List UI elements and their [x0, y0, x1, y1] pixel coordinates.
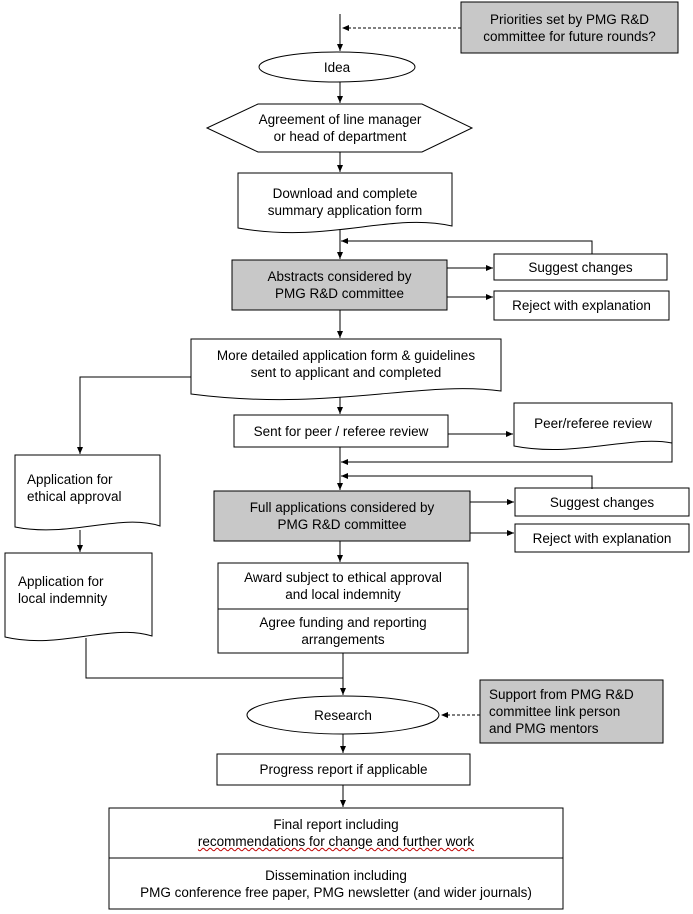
priorities-box [460, 1, 679, 54]
suggest-changes-label-1: Suggest changes [528, 259, 633, 275]
award-funding-box [217, 562, 469, 654]
detailed-form-document [190, 338, 502, 401]
research-label: Research [314, 707, 372, 723]
agreement-hexagon [205, 103, 474, 153]
ethical-document [14, 454, 161, 531]
idea-label: Idea [323, 59, 351, 75]
abstracts-box [231, 259, 448, 311]
support-box [479, 679, 664, 744]
peer-review-label: Peer/referee review [534, 415, 652, 431]
reject-label-2: Reject with explanation [532, 530, 672, 546]
reject-box-2 [514, 523, 690, 553]
suggest-changes-box-1 [493, 253, 668, 281]
progress-label: Progress report if applicable [259, 762, 428, 777]
indemnity-document [4, 552, 153, 642]
suggest-changes-label-2: Suggest changes [549, 494, 655, 510]
reject-label-1: Reject with explanation [512, 298, 651, 313]
sent-peer-box [233, 414, 449, 448]
reject-box-1 [493, 290, 670, 321]
full-applications-box [213, 490, 471, 542]
download-document [237, 172, 453, 234]
sent-peer-label: Sent for peer / referee review [253, 423, 429, 439]
idea-terminator [258, 51, 416, 83]
detailed-form-label: More detailed application form & guideli… [216, 348, 476, 380]
progress-box [216, 753, 471, 786]
suggest-changes-box-2 [514, 487, 690, 517]
